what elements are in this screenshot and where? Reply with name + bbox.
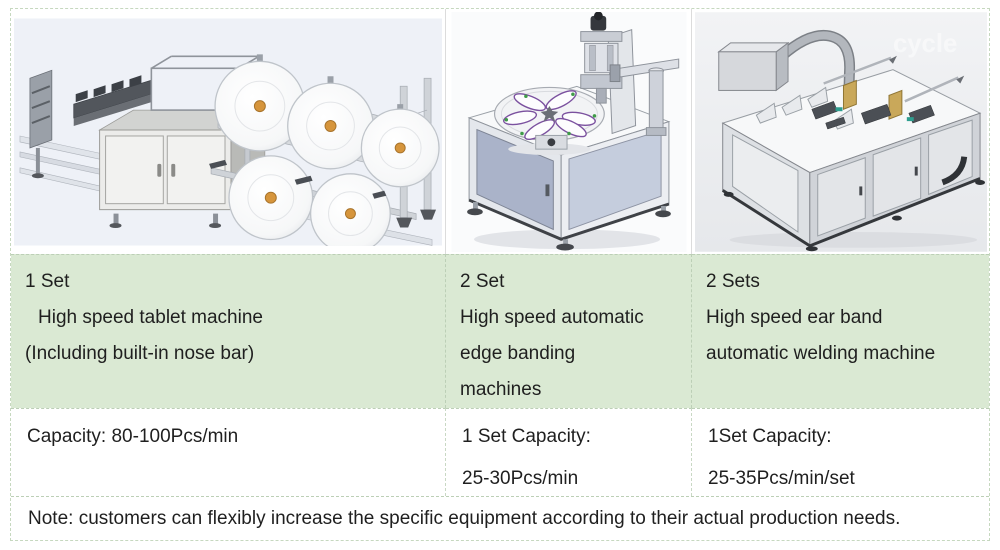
cabinet-panel-right [568,129,662,230]
ear-band-capacity: 1Set Capacity: 25-35Pcs/min/set [692,408,989,496]
disc-center-hub [540,105,558,122]
set-count-2: 2 Set [460,271,505,292]
note-row: Note: customers can flexibly increase th… [11,496,989,540]
machine-name-2-line3: machines [460,379,542,400]
edge-banding-capacity: 1 Set Capacity: 25-30Pcs/min [446,408,692,496]
outfeed-guide [940,155,967,185]
machine-note-1: (Including built-in nose bar) [25,343,255,364]
edge-banding-description: 2 Set High speed automatic edge banding … [446,254,692,408]
disc-clips [504,92,596,135]
side-arm [609,57,679,136]
web-guides [209,159,387,199]
roll-5 [309,172,391,246]
roll-4 [228,154,314,240]
edge-banding-machine-image-cell [446,9,692,254]
set-count-3: 2 Sets [706,271,760,292]
watermark: cycle [892,29,956,57]
set-count-1: 1 Set [25,271,70,292]
deck-equipment [755,55,967,185]
capacity-2-label: 1 Set Capacity: [462,426,591,447]
disc-petals [502,89,596,140]
tablet-machine-image-cell [11,9,446,254]
front-doors [816,118,973,237]
tablet-machine-description: 1 Set High speed tablet machine (Includi… [11,254,446,408]
capacity-3-label: 1Set Capacity: [708,426,832,447]
guide-rods [822,56,959,102]
capacity-3-value: 25-35Pcs/min/set [708,468,855,489]
machine-name-3-line1: High speed ear band [706,307,883,328]
spec-sheet: cycle [10,8,990,541]
machine-name-2-line1: High speed automatic [460,307,644,328]
arm-post [648,69,664,132]
leveling-feet [466,201,671,251]
machine-name-2-line2: edge banding [460,343,576,364]
machine-spec-table: cycle [11,9,989,540]
rotary-disc [493,86,605,155]
tablet-machine-render [14,18,442,246]
machine-feet [723,179,985,251]
note-text: Note: customers can flexibly increase th… [28,507,901,529]
capacity-2-value: 25-30Pcs/min [462,468,579,489]
capacity-1: Capacity: 80-100Pcs/min [27,426,239,447]
cabinet-door-left [105,134,164,204]
edge-banding-machine-render [450,11,687,252]
roll-1 [214,53,306,152]
left-feeder-frame [29,69,53,178]
ear-band-machine-image-cell: cycle [692,9,989,254]
tablet-machine-capacity: Capacity: 80-100Pcs/min [11,408,446,496]
material-rolls [214,53,440,246]
floor-shadow [729,231,977,248]
machine-name-3-line2: automatic welding machine [706,343,936,364]
ear-band-machine-render: cycle [694,11,987,252]
welding-heads [842,79,902,120]
end-door [731,133,798,233]
control-box [716,41,790,91]
press-nozzle [595,87,607,104]
roll-3 [360,103,440,187]
tower-motor [590,15,606,31]
ear-band-description: 2 Sets High speed ear band automatic wel… [692,254,989,408]
machine-name-1: High speed tablet machine [38,307,263,328]
